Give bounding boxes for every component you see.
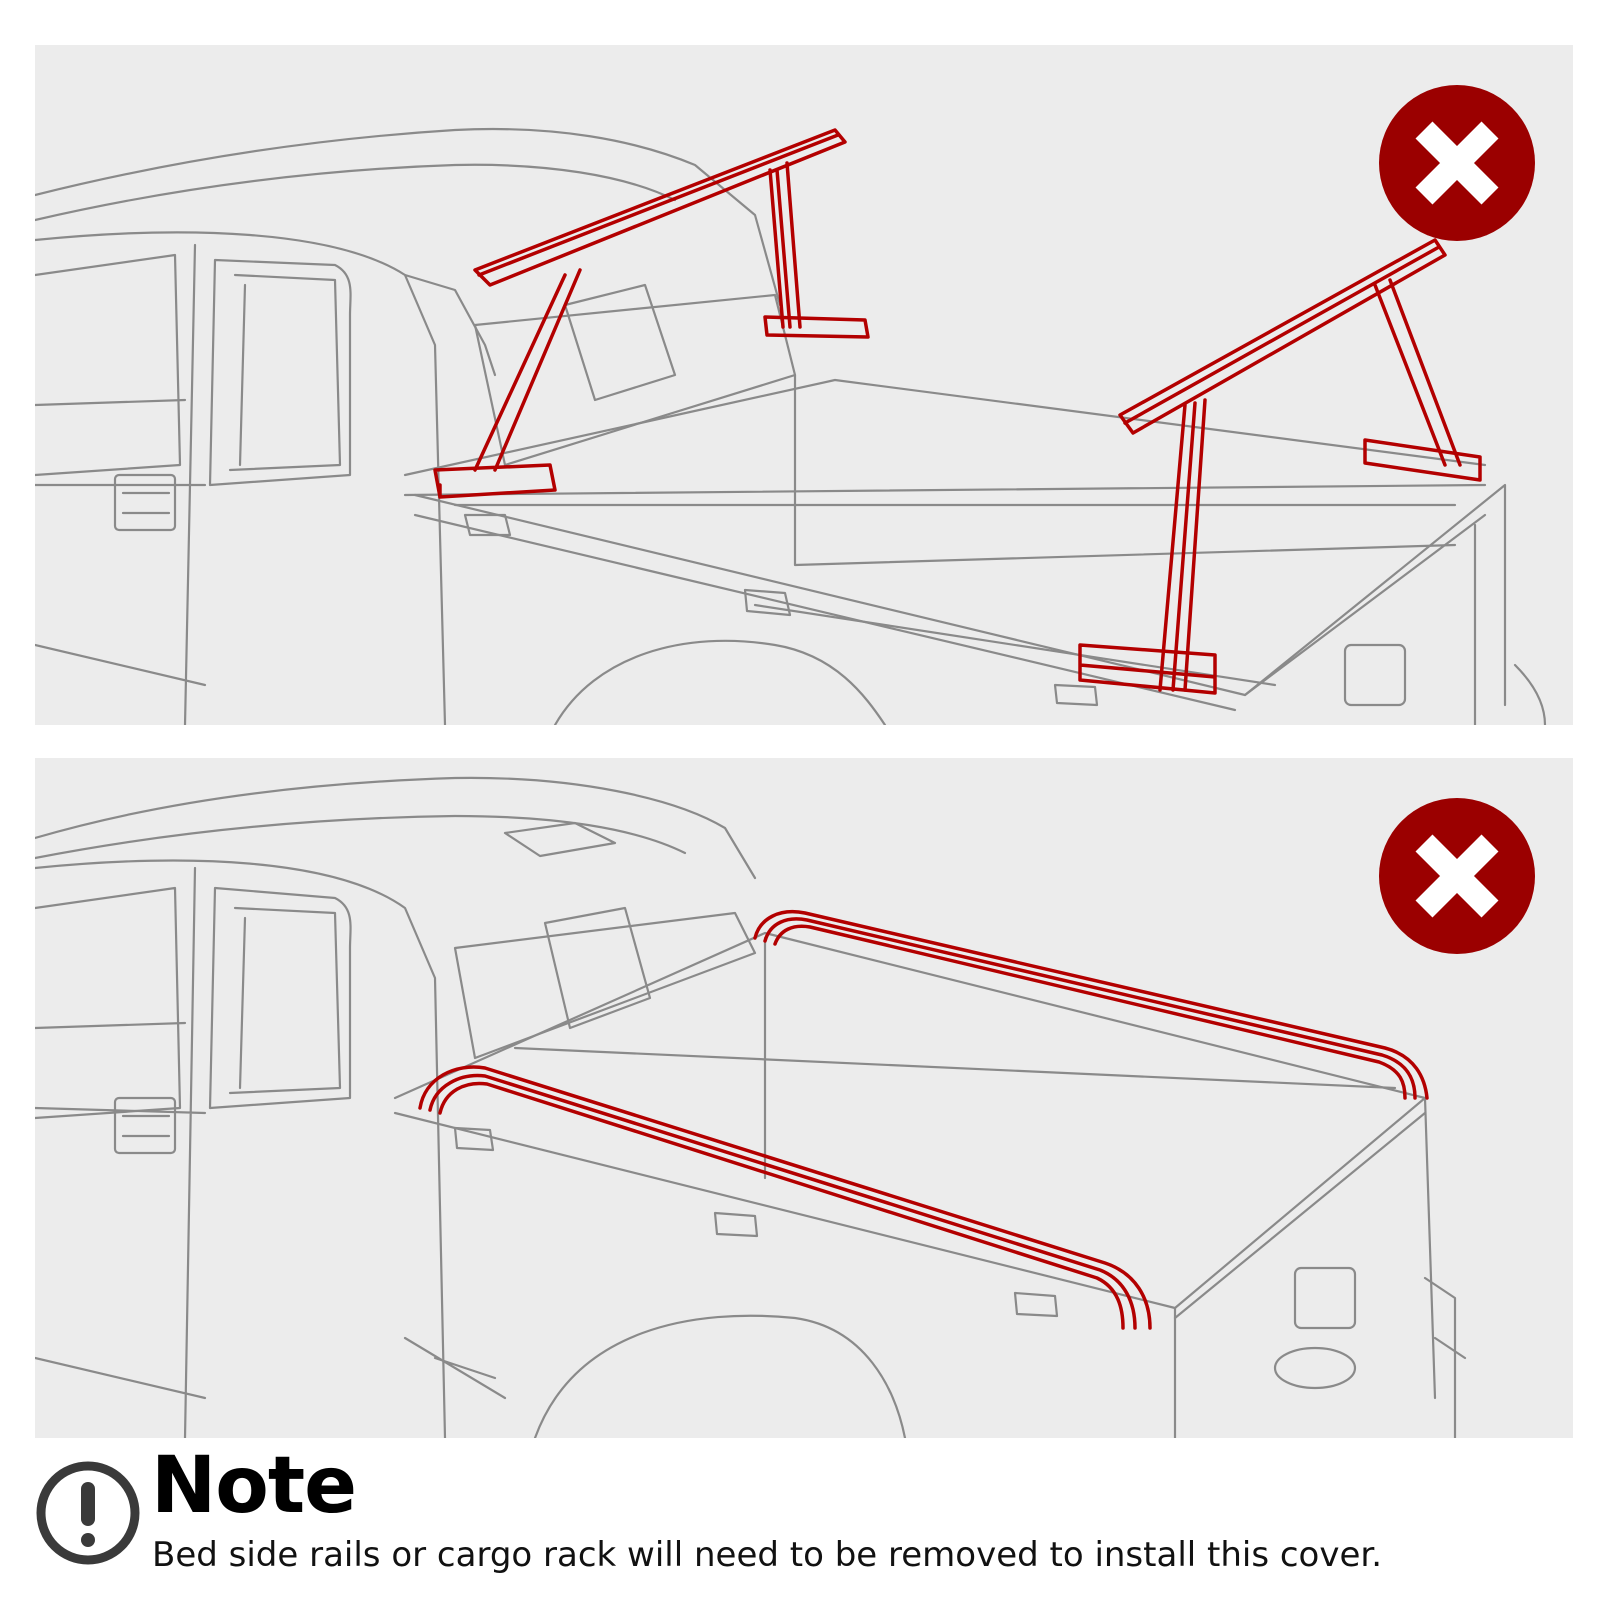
note-title: Note: [151, 1441, 357, 1531]
note-section: Note Bed side rails or cargo rack will n…: [35, 1441, 1575, 1595]
truck-with-cargo-rack-illustration: [35, 127, 1547, 725]
x-mark-icon: [1379, 85, 1535, 241]
bed-side-rails-panel: [35, 758, 1573, 1438]
note-text: Bed side rails or cargo rack will need t…: [152, 1535, 1383, 1575]
cargo-rack-panel: [35, 45, 1573, 725]
x-mark-icon: [1379, 798, 1535, 954]
exclamation-circle-icon: [35, 1460, 141, 1566]
truck-with-bed-side-rails-illustration: [35, 776, 1467, 1438]
